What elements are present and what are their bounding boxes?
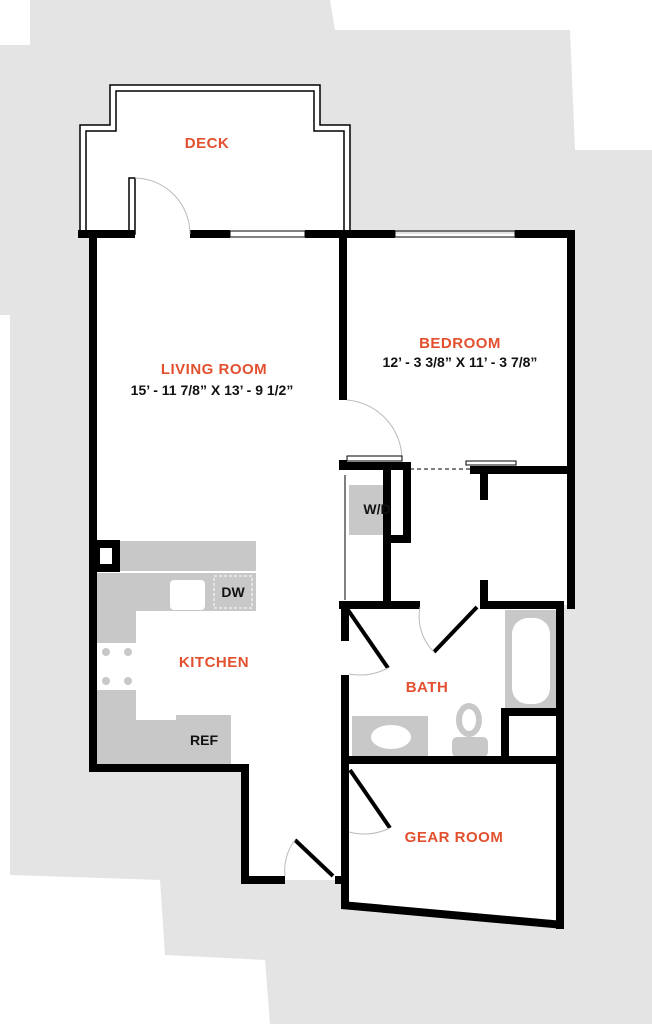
vanity-sink: [371, 725, 411, 749]
dishwasher-label: DW: [221, 584, 245, 600]
washer-dryer-label: W/D: [363, 501, 391, 517]
deck-railing: [79, 84, 351, 234]
kitchen-upper-counter: [120, 541, 256, 571]
living-room-dimensions: 15’ - 11 7/8” X 13’ - 9 1/2”: [130, 382, 294, 398]
bedroom-label: BEDROOM: [419, 335, 501, 352]
refrigerator: [176, 715, 231, 766]
tub-basin: [512, 618, 550, 704]
toilet-tank: [452, 737, 488, 757]
washer-dryer: [349, 485, 383, 535]
bath-label: BATH: [405, 679, 449, 696]
toilet-bowl: [462, 709, 476, 731]
living-room-label: LIVING ROOM: [160, 361, 268, 378]
gear-room-label: GEAR ROOM: [404, 829, 504, 846]
deck-label: DECK: [184, 135, 230, 152]
windows-doors: [128, 177, 517, 878]
bedroom-dimensions: 12’ - 3 3/8” X 11’ - 3 7/8”: [382, 354, 538, 370]
refrigerator-label: REF: [190, 732, 218, 748]
sink: [170, 580, 205, 610]
kitchen-label: KITCHEN: [178, 654, 250, 671]
kitchen-bottom-counter: [136, 720, 176, 766]
walls: [78, 230, 575, 929]
